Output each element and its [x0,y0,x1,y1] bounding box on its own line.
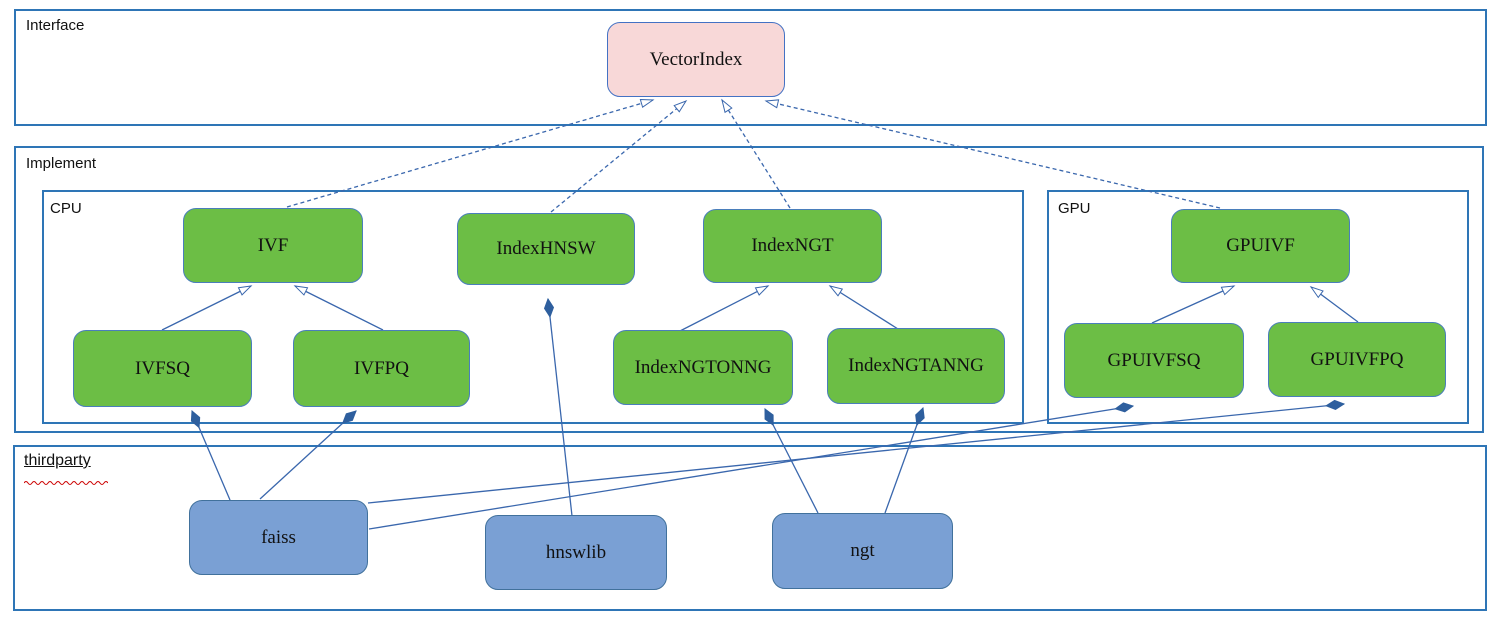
node-ivfpq: IVFPQ [293,330,470,407]
section-cpu [42,190,1024,424]
edge-composition-gpuivfpq-faiss [367,404,1344,504]
section-gpu [1047,190,1469,424]
node-indexhnsw: IndexHNSW [457,213,635,285]
edge-inheritance-ivfpq-ivf [293,285,384,331]
edge-inheritance-gpuivfsq-gpuivf [1151,285,1236,324]
edge-inheritance-ivfsq-ivf [161,285,253,331]
node-ngt: ngt [772,513,953,589]
section-implement [14,146,1484,433]
section-label-thirdparty: thirdparty [24,452,91,469]
node-indexngtanng: IndexNGTANNG [827,328,1005,404]
node-indexngtonng: IndexNGTONNG [613,330,793,405]
edge-composition-indexhnsw-hnswlib [548,299,573,517]
section-label-cpu: CPU [50,200,82,217]
node-ivfsq: IVFSQ [73,330,252,407]
edge-realization-indexngt-vectorindex [721,98,791,209]
section-label-gpu: GPU [1058,200,1091,217]
node-gpuivf: GPUIVF [1171,209,1350,283]
edge-inheritance-indexngtonng-indexngt [679,285,770,332]
node-hnswlib: hnswlib [485,515,667,590]
section-interface [14,9,1487,126]
section-label-implement: Implement [26,155,97,172]
edge-inheritance-indexngtanng-indexngt [828,285,899,330]
spellcheck-squiggle [23,472,109,490]
node-faiss: faiss [189,500,368,575]
node-gpuivfpq: GPUIVFPQ [1268,322,1446,397]
edge-realization-indexhnsw-vectorindex [550,99,688,213]
node-gpuivfsq: GPUIVFSQ [1064,323,1244,398]
node-vectorindex: VectorIndex [607,22,785,97]
node-ivf: IVF [183,208,363,283]
edge-realization-gpuivf-vectorindex [764,99,1221,209]
section-label-interface: Interface [26,17,85,34]
edge-realization-ivf-vectorindex [286,99,655,208]
edge-composition-ivfsq-faiss [192,411,231,501]
edge-composition-indexngtanng-ngt [884,408,923,514]
section-thirdparty [13,445,1487,611]
edge-composition-gpuivfsq-faiss [368,406,1133,530]
edge-inheritance-gpuivfpq-gpuivf [1309,286,1359,323]
node-indexngt: IndexNGT [703,209,882,283]
edge-composition-ivfpq-faiss [259,411,356,500]
